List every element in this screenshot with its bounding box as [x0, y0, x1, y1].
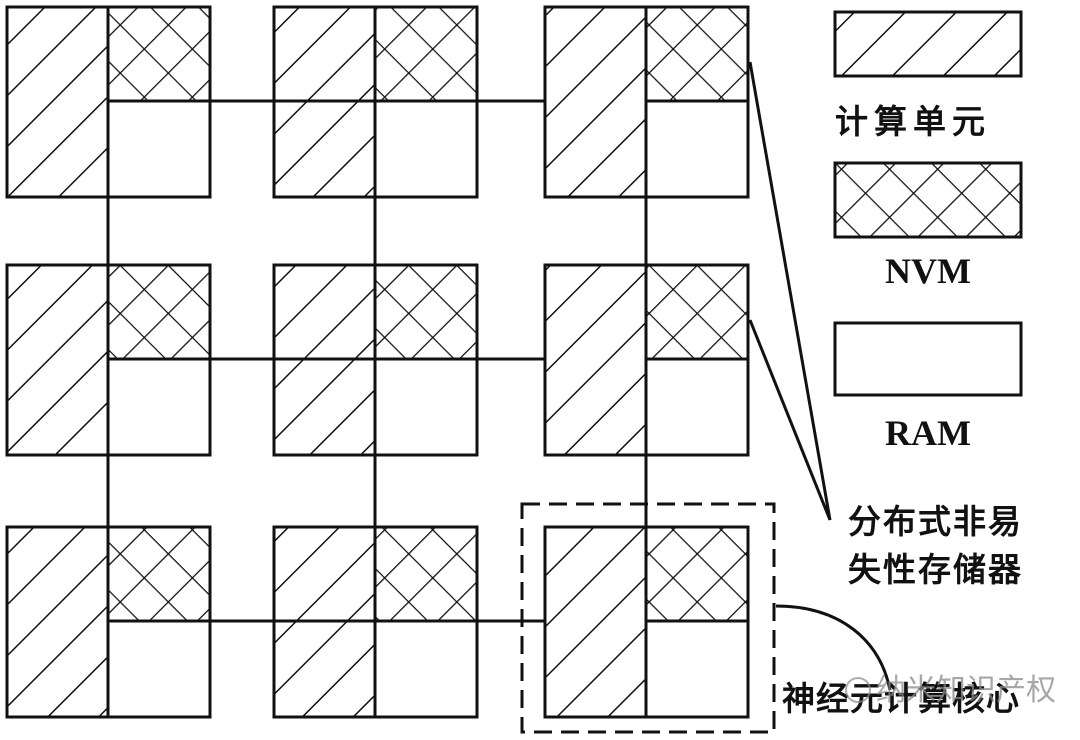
nvm-block — [375, 7, 477, 101]
compute-unit-block — [545, 7, 646, 197]
neural-core — [5, 525, 212, 719]
compute-unit-block — [7, 7, 108, 197]
neural-core-highlight-box — [520, 502, 776, 734]
ram-block — [375, 359, 477, 455]
nvm-block — [375, 527, 477, 621]
legend-ram-swatch — [833, 321, 1023, 397]
nvm-block — [108, 265, 210, 359]
distributed-nvm-label-line1: 分布式非易 — [848, 502, 1023, 541]
nvm-callout-line-1 — [748, 61, 832, 521]
wechat-icon — [845, 677, 871, 703]
legend-compute-label: 计算单元 — [835, 102, 991, 141]
compute-unit-block — [545, 265, 646, 455]
legend-nvm-label: NVM — [885, 251, 971, 291]
compute-unit-block — [274, 265, 375, 455]
neural-core — [543, 525, 750, 719]
legend: 计算单元 NVM RAM — [833, 10, 1023, 453]
nvm-block — [108, 7, 210, 101]
ram-block — [108, 359, 210, 455]
nvm-block — [375, 265, 477, 359]
neural-core — [272, 525, 479, 719]
ram-block — [108, 621, 210, 717]
neural-core — [272, 263, 479, 457]
legend-compute-swatch — [833, 10, 1023, 78]
ram-block — [646, 359, 748, 455]
neural-core-callout-line — [775, 604, 892, 691]
compute-unit-block — [274, 7, 375, 197]
distributed-nvm-label-line2: 失性存储器 — [848, 550, 1023, 589]
nvm-block — [646, 527, 748, 621]
ram-block — [646, 621, 748, 717]
ram-block — [375, 101, 477, 197]
compute-unit-block — [545, 527, 646, 717]
compute-unit-block — [274, 527, 375, 717]
neural-core — [543, 263, 750, 457]
neural-core — [272, 5, 479, 199]
watermark: 纳米知识产权 — [845, 673, 1056, 708]
ram-block — [108, 101, 210, 197]
core-grid — [5, 5, 750, 719]
nvm-block — [646, 7, 748, 101]
ram-block — [375, 621, 477, 717]
neural-core — [5, 5, 212, 199]
watermark-text: 纳米知识产权 — [876, 673, 1056, 708]
legend-nvm-swatch — [833, 161, 1023, 239]
compute-unit-block — [7, 265, 108, 455]
ram-block — [646, 101, 748, 197]
nvm-callout-line-2 — [748, 319, 832, 521]
nvm-block — [646, 265, 748, 359]
legend-ram-label: RAM — [885, 413, 971, 453]
neural-core — [543, 5, 750, 199]
nvm-block — [108, 527, 210, 621]
compute-unit-block — [7, 527, 108, 717]
neural-core-label: 神经元计算核心 — [782, 679, 1020, 718]
neural-core — [5, 263, 212, 457]
